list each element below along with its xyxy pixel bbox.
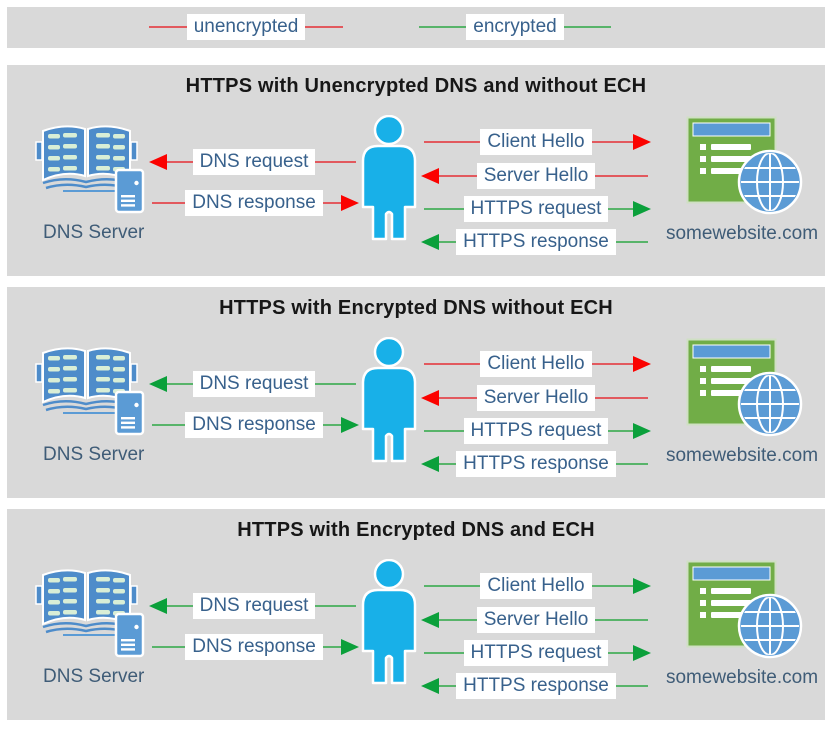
server-hello-arrow: Server Hello [421,163,650,189]
client-hello-arrow: Client Hello [422,129,651,155]
https-request-arrow: HTTPS request [422,418,651,444]
dns-response-arrow: DNS response [150,412,359,438]
website-icon [686,338,803,437]
panel-title: HTTPS with Encrypted DNS without ECH [219,297,613,319]
dns-server-icon [35,569,145,658]
dns-request-arrow: DNS request [149,149,358,175]
legend-encrypted: encrypted [417,14,613,40]
scenario-panels: HTTPS with Unencrypted DNS and without E… [0,65,832,720]
dns-response-arrow: DNS response [150,190,359,216]
arrowhead-right-icon [341,639,359,655]
dns-server-icon [35,125,145,214]
website-icon [686,116,803,215]
dns-server-label: DNS Server [43,666,145,687]
arrowhead-right-icon [633,201,651,217]
dns-request-label: DNS request [192,371,316,397]
https-request-arrow: HTTPS request [422,196,651,222]
https-response-arrow: HTTPS response [421,229,650,255]
legend-unencrypted: unencrypted [147,14,345,40]
dns-server-label: DNS Server [43,444,145,465]
dns-request-label: DNS request [192,593,316,619]
scenario-panel: HTTPS with Encrypted DNS without ECH [7,287,825,498]
arrowhead-right-icon [341,417,359,433]
dns-server-icon [35,347,145,436]
arrowhead-left-icon [421,612,439,628]
website-icon [686,560,803,659]
website-label: somewebsite.com [665,667,819,688]
arrowhead-right-icon [633,356,651,372]
https-request-label: HTTPS request [463,418,609,444]
website-label: somewebsite.com [665,223,819,244]
https-response-arrow: HTTPS response [421,451,650,477]
person-icon [361,337,417,463]
https-response-label: HTTPS response [456,451,616,477]
arrowhead-right-icon [633,645,651,661]
arrowhead-left-icon [421,168,439,184]
arrowhead-left-icon [149,154,167,170]
client-hello-label: Client Hello [480,129,592,155]
server-hello-label: Server Hello [476,385,596,411]
legend-unencrypted-label: unencrypted [186,14,306,40]
server-hello-label: Server Hello [476,607,596,633]
arrowhead-right-icon [341,195,359,211]
client-hello-label: Client Hello [480,573,592,599]
server-hello-arrow: Server Hello [421,385,650,411]
arrowhead-left-icon [421,456,439,472]
dns-response-arrow: DNS response [150,634,359,660]
https-response-arrow: HTTPS response [421,673,650,699]
arrowhead-right-icon [633,423,651,439]
panel-title: HTTPS with Unencrypted DNS and without E… [185,75,647,97]
https-response-label: HTTPS response [456,229,616,255]
https-request-label: HTTPS request [463,640,609,666]
dns-request-label: DNS request [192,149,316,175]
arrowhead-right-icon [633,134,651,150]
server-hello-arrow: Server Hello [421,607,650,633]
server-hello-label: Server Hello [476,163,596,189]
scenario-panel: HTTPS with Encrypted DNS and ECH [7,509,825,720]
arrowhead-right-icon [633,578,651,594]
client-hello-arrow: Client Hello [422,573,651,599]
legend-bar: unencrypted encrypted [7,7,825,48]
person-icon [361,559,417,685]
legend-encrypted-label: encrypted [466,14,564,40]
scenario-panel: HTTPS with Unencrypted DNS and without E… [7,65,825,276]
arrowhead-left-icon [421,678,439,694]
client-hello-label: Client Hello [480,351,592,377]
dns-response-label: DNS response [185,412,323,438]
website-label: somewebsite.com [665,445,819,466]
https-request-label: HTTPS request [463,196,609,222]
arrowhead-left-icon [421,234,439,250]
https-response-label: HTTPS response [456,673,616,699]
panel-title: HTTPS with Encrypted DNS and ECH [237,519,595,541]
person-icon [361,115,417,241]
dns-response-label: DNS response [185,190,323,216]
https-request-arrow: HTTPS request [422,640,651,666]
dns-request-arrow: DNS request [149,593,358,619]
dns-server-label: DNS Server [43,222,145,243]
arrowhead-left-icon [149,376,167,392]
dns-response-label: DNS response [185,634,323,660]
dns-request-arrow: DNS request [149,371,358,397]
arrowhead-left-icon [149,598,167,614]
arrowhead-left-icon [421,390,439,406]
client-hello-arrow: Client Hello [422,351,651,377]
